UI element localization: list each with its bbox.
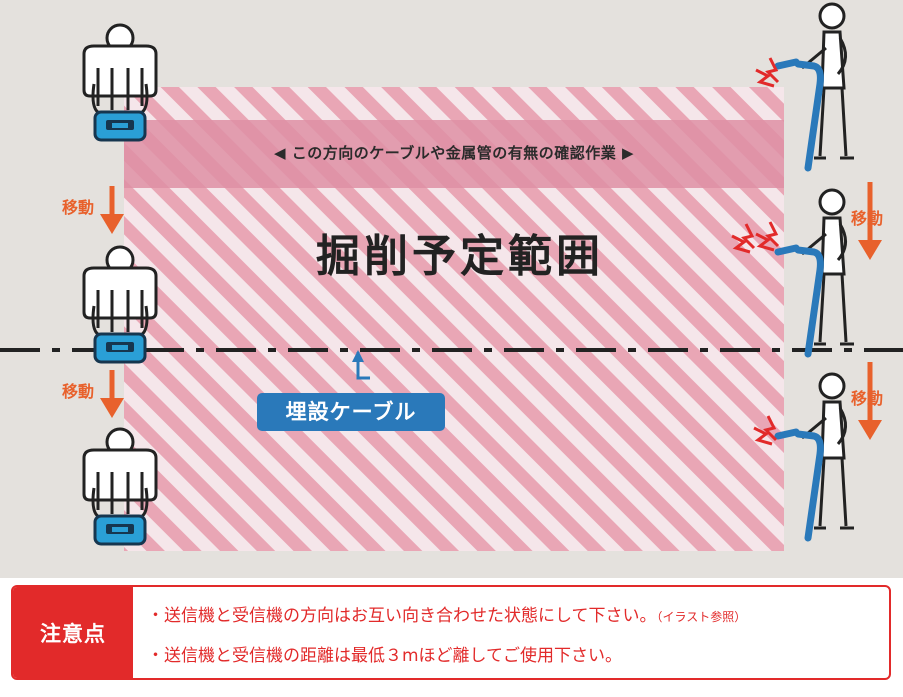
- move-label-right-2: 移動: [851, 389, 884, 408]
- move-label-right-1: 移動: [851, 209, 884, 228]
- note-text: ・送信機と受信機の方向はお互い向き合わせた状態にして下さい。: [147, 606, 657, 626]
- move-arrow-right-1: [858, 182, 882, 260]
- notes-box: 注意点 ・送信機と受信機の方向はお互い向き合わせた状態にして下さい。（イラスト参…: [11, 585, 891, 680]
- excavation-area-title: 掘削予定範囲: [316, 231, 604, 282]
- move-arrow-left-2: [100, 370, 124, 418]
- detection-diagram: ◀ この方向のケーブルや金属管の有無の確認作業 ▶ 掘削予定範囲 埋設ケーブル …: [0, 0, 903, 578]
- note-item: ・送信機と受信機の距離は最低３mほど離してご使用下さい。: [147, 641, 622, 666]
- note-item: ・送信機と受信機の方向はお互い向き合わせた状態にして下さい。（イラスト参照）: [147, 601, 746, 626]
- move-label-left-1: 移動: [62, 198, 95, 217]
- buried-cable-label: 埋設ケーブル: [257, 393, 445, 431]
- move-label-left-2: 移動: [62, 382, 95, 401]
- direction-label: ◀ この方向のケーブルや金属管の有無の確認作業 ▶: [273, 144, 635, 162]
- move-arrow-right-2: [858, 362, 882, 440]
- note-text: ・送信機と受信機の距離は最低３mほど離してご使用下さい。: [147, 646, 623, 666]
- note-suffix: （イラスト参照）: [656, 610, 747, 624]
- move-arrow-left-1: [100, 186, 124, 234]
- notes-heading: 注意点: [13, 587, 133, 678]
- confirmation-band: [124, 120, 784, 188]
- diagram-svg: [0, 0, 903, 578]
